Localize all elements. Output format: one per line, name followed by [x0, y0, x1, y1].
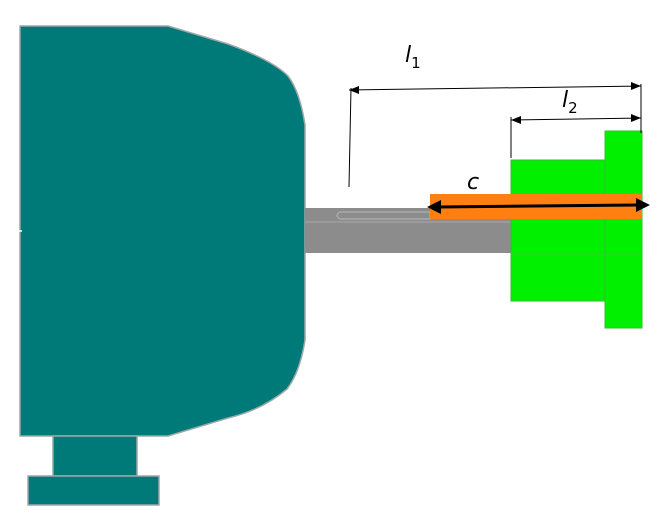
coupling-hub [510, 159, 607, 302]
dimension-c-arrow-right [636, 198, 650, 212]
label-l1: l1 [405, 43, 421, 72]
keyway [336, 211, 431, 220]
dimension-l1-extension-left [348, 87, 352, 188]
motor-body [19, 25, 306, 437]
label-l2: l2 [562, 88, 578, 117]
motor-foot-lower [27, 475, 160, 506]
coupling-flange [604, 130, 643, 329]
dimension-c-arrow-left [427, 200, 441, 214]
dimension-l2-arrow-right [631, 114, 641, 122]
dimension-c-line [437, 203, 641, 209]
dimension-l1-arrow-left [349, 86, 359, 94]
dimension-l2-line [510, 117, 642, 121]
dimension-l2-arrow-left [511, 116, 521, 124]
label-c: c [467, 170, 479, 195]
dimension-l1-arrow-right [631, 82, 641, 90]
motor-foot-upper [52, 435, 138, 477]
dimension-l1-line [348, 85, 642, 91]
